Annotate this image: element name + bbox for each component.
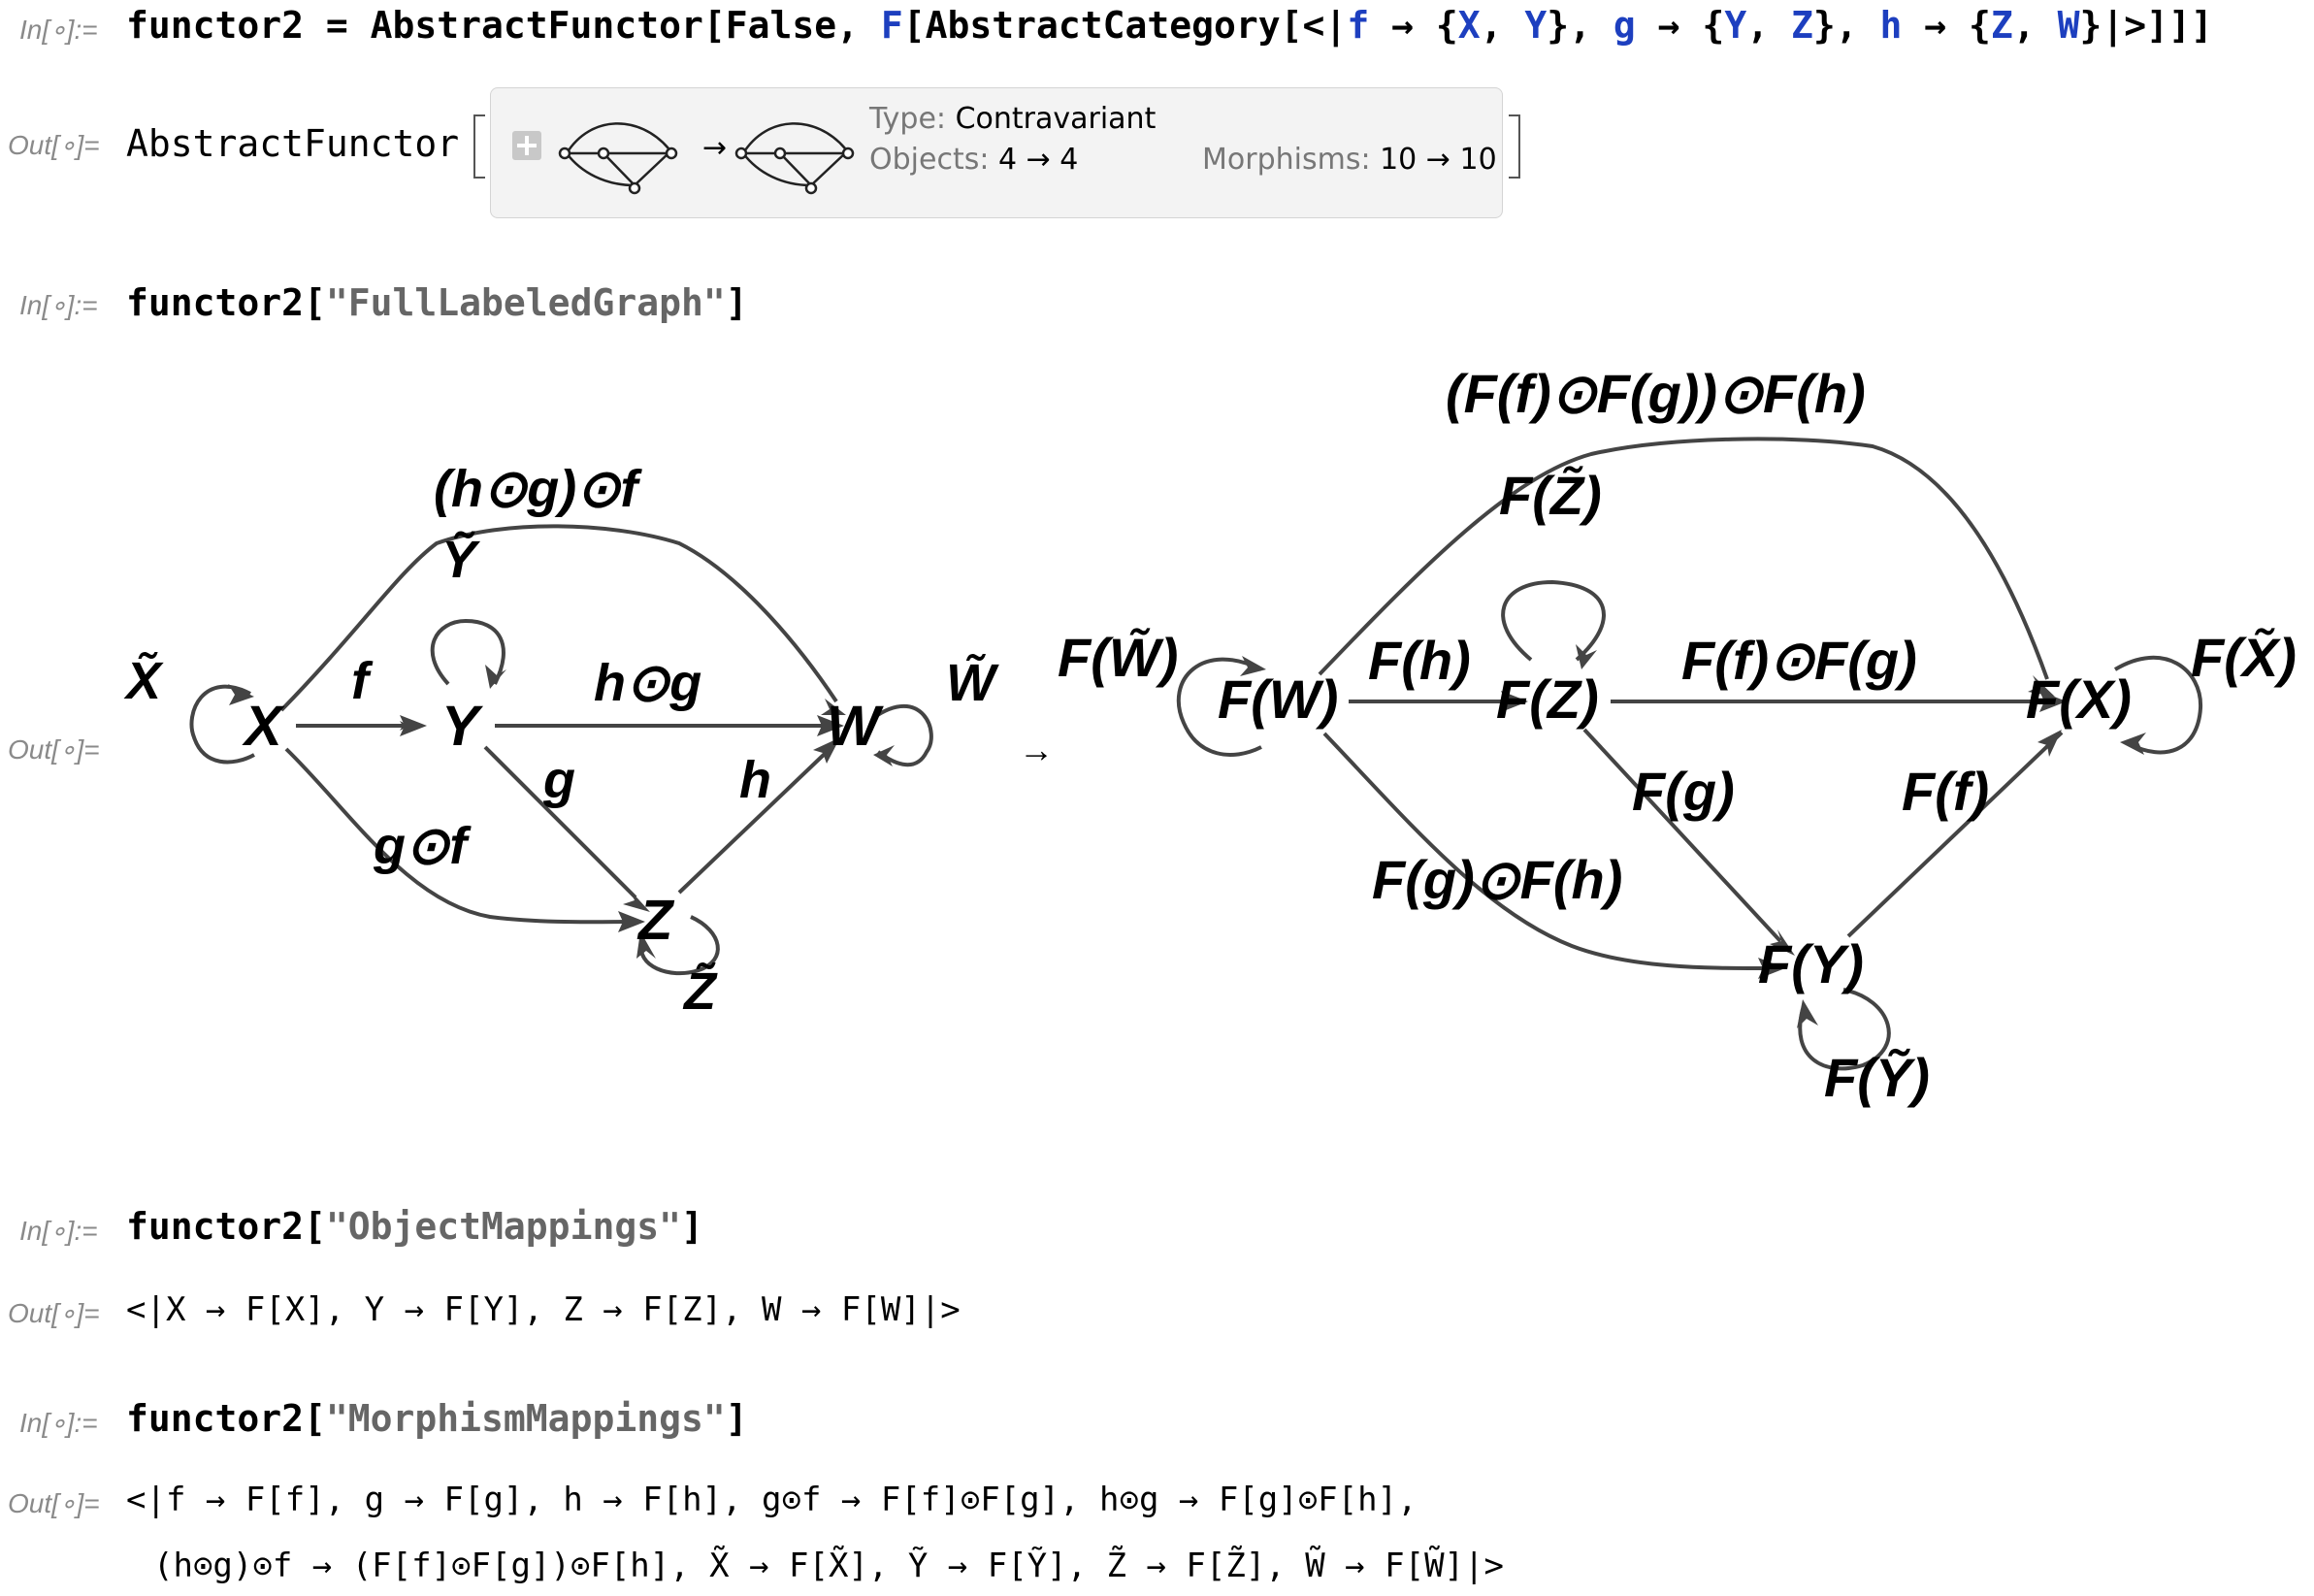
arrowhead: [2037, 730, 2062, 757]
arrowhead: [1770, 929, 1795, 956]
loop-z: [639, 915, 720, 976]
source-category-thumbnail: [558, 122, 678, 195]
morphism-mappings-line2: (h⊙g)⊙f → (F[f]⊙F[g])⊙F[h], X̃ → F[X̃], …: [153, 1547, 1504, 1585]
edge-label-hg: h⊙g: [594, 654, 701, 712]
summary-objects: Objects: 4 → 4: [869, 143, 1079, 177]
arrowhead: [2028, 675, 2055, 697]
loop-FY: [1798, 988, 1891, 1071]
graph-arrow: →: [1019, 730, 1054, 769]
loop-label-FX: F(X̃): [2191, 627, 2297, 688]
loop-FX: [2113, 655, 2203, 755]
code-line-full-labeled-graph[interactable]: functor2["FullLabeledGraph"]: [126, 281, 748, 324]
input-label: In[∘]:=: [19, 290, 98, 320]
loop-label-w: W̃: [946, 654, 999, 712]
arrowhead: [485, 665, 506, 689]
edge-Fg: [1582, 728, 1782, 943]
arrowhead: [228, 684, 254, 705]
input-label: In[∘]:=: [19, 1216, 98, 1246]
loop-label-x: X̃: [123, 652, 164, 710]
expand-icon[interactable]: [512, 131, 541, 160]
arrowhead: [817, 715, 844, 736]
edge-label-Fg: F(g): [1632, 761, 1735, 822]
edge-label-Fh: F(h): [1368, 630, 1471, 691]
summary-box: → Type: Contravariant Objects: 4 → 4 Mor…: [490, 87, 1503, 218]
loop-x: [189, 684, 255, 765]
output-label: Out[∘]=: [8, 1488, 100, 1518]
loop-label-FZ: F(Z̃): [1499, 465, 1602, 526]
loop-FW: [1176, 657, 1262, 757]
edge-gf: [284, 747, 632, 925]
input-label: In[∘]:=: [19, 15, 98, 45]
arrowhead: [2120, 733, 2146, 755]
code-line-object-mappings[interactable]: functor2["ObjectMappings"]: [126, 1205, 703, 1248]
arrowhead: [623, 890, 650, 912]
edge-FfFgFh: [1318, 437, 2049, 680]
node-FX: F(X): [2026, 668, 2132, 730]
edge-label-FfFg: F(f)⊙F(g): [1681, 630, 1917, 691]
node-y: Y: [441, 695, 484, 758]
node-FZ: F(Z): [1496, 668, 1599, 730]
edge-hgf: [279, 524, 838, 712]
left-bracket: [473, 114, 485, 179]
arrowhead: [636, 931, 656, 959]
arrowhead: [1240, 656, 1266, 676]
loop-y: [430, 618, 505, 686]
loop-label-y: Ỹ: [441, 531, 481, 589]
output-label: Out[∘]=: [8, 130, 100, 160]
morphism-mappings-line1: <|f → F[f], g → F[g], h → F[h], g⊙f → F[…: [126, 1481, 1418, 1519]
loop-label-FY: F(Ỹ): [1824, 1047, 1930, 1108]
arrowhead: [618, 911, 645, 932]
edge-label-gf: g⊙f: [373, 817, 472, 875]
loop-FZ: [1501, 579, 1606, 662]
edge-label-FfFgFh: (F(f)⊙F(g))⊙F(h): [1446, 363, 1866, 424]
edge-FgFh: [1322, 732, 1767, 970]
edge-Ff: [1846, 731, 2064, 938]
target-category-thumbnail: [734, 122, 855, 195]
loop-label-FW: F(W̃): [1058, 627, 1178, 688]
summary-head: AbstractFunctor: [126, 122, 460, 165]
arrowhead: [821, 699, 846, 715]
node-FW: F(W): [1218, 668, 1338, 730]
output-label: Out[∘]=: [8, 1298, 100, 1328]
input-label: In[∘]:=: [19, 1408, 98, 1438]
edge-label-hgf: (h⊙g)⊙f: [434, 460, 642, 518]
object-mappings-output: <|X → F[X], Y → F[Y], Z → F[Z], W → F[W]…: [126, 1290, 961, 1329]
arrowhead: [813, 737, 840, 764]
edge-h: [677, 750, 829, 895]
edge-label-f: f: [351, 652, 374, 710]
edge-label-g: g: [542, 751, 575, 809]
node-FY: F(Y): [1758, 933, 1864, 994]
output-label: Out[∘]=: [8, 734, 100, 765]
code-line-morphism-mappings[interactable]: functor2["MorphismMappings"]: [126, 1397, 748, 1440]
summary-arrow: →: [702, 131, 728, 165]
arrowhead: [1797, 999, 1818, 1028]
node-x: X: [242, 695, 285, 758]
edge-label-Ff: F(f): [1902, 761, 1989, 822]
edge-g: [483, 745, 637, 899]
arrowhead: [1576, 644, 1597, 669]
arrowhead: [1758, 958, 1785, 979]
summary-morphisms: Morphisms: 10 → 10: [1202, 143, 1497, 177]
node-w: W: [827, 695, 884, 758]
right-bracket: [1509, 114, 1520, 179]
edge-label-h: h: [739, 751, 771, 809]
code-line-abstract-functor[interactable]: functor2 = AbstractFunctor[False, F[Abst…: [126, 4, 2213, 47]
loop-w: [871, 703, 933, 767]
loop-label-z: Z̃: [682, 962, 718, 1021]
node-z: Z: [636, 889, 675, 952]
arrowhead: [1501, 691, 1528, 712]
edge-label-FgFh: F(g)⊙F(h): [1372, 849, 1622, 910]
arrowhead: [400, 715, 427, 736]
arrowhead: [873, 745, 895, 766]
summary-type: Type: Contravariant: [869, 102, 1157, 136]
arrowhead: [2039, 691, 2067, 712]
